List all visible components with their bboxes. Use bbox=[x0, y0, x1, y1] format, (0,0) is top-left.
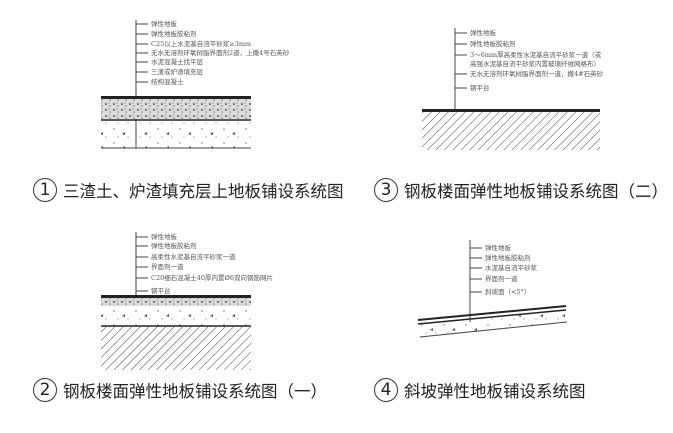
layer-label: 三渣或炉渣填充层 bbox=[151, 68, 203, 76]
number-badge: 2 bbox=[33, 378, 57, 402]
layer-label: 斜坡面（<5°） bbox=[485, 288, 531, 296]
layer-label: 钢平台 bbox=[151, 287, 171, 295]
diagram-4-section bbox=[417, 240, 568, 338]
layer-label: 弹性地板胶粘剂 bbox=[151, 242, 197, 250]
diagram-title: 斜坡弹性地板铺设系统图 bbox=[404, 382, 586, 401]
layer-label: 弹性地板 bbox=[470, 29, 496, 37]
number-badge: 4 bbox=[374, 378, 398, 402]
number-badge: 1 bbox=[33, 178, 57, 202]
layer-label: 界面剂一道 bbox=[151, 263, 184, 271]
layer-label: 无水无溶剂环氧树脂界面剂2道，上撒4号石英砂 bbox=[151, 49, 290, 57]
layer-label: 高强水泥基自流平砂浆内置玻璃纤维网格布） bbox=[470, 60, 600, 68]
layer-label: 无水无溶剂环氧树脂界面剂一道，撒4#石英砂 bbox=[470, 70, 604, 78]
diagram-1-section bbox=[101, 20, 251, 149]
diagram-2-section bbox=[101, 232, 251, 370]
diagram-title: 三渣土、炉渣填充层上地板铺设系统图 bbox=[63, 182, 344, 201]
layer-label: 水泥混凝土找平层 bbox=[151, 58, 203, 66]
layer-label: 高柔性水泥基自流平砂浆一道 bbox=[151, 253, 236, 261]
layer-label: 水泥基自流平砂浆 bbox=[485, 264, 537, 272]
layer-label: C25以上水泥基自流平砂浆≥3mm bbox=[151, 40, 252, 48]
diagram-title: 钢板楼面弹性地板铺设系统图（一） bbox=[63, 382, 327, 401]
layer-label: 弹性地板 bbox=[485, 244, 511, 252]
layer-label: 弹性地板胶粘剂 bbox=[151, 30, 197, 38]
layer-label: 钢平台 bbox=[470, 84, 490, 92]
layer-label: 弹性地板 bbox=[151, 20, 177, 28]
layer-label: 弹性地板胶粘剂 bbox=[485, 254, 531, 262]
layer-label: 界面剂一道 bbox=[485, 275, 518, 283]
diagram-3-caption: 3 钢板楼面弹性地板铺设系统图（二） bbox=[374, 178, 668, 202]
diagram-title: 钢板楼面弹性地板铺设系统图（二） bbox=[404, 182, 668, 201]
layer-label: C20细石混凝土40厚内置Ø6双向钢筋网片 bbox=[151, 274, 273, 282]
layer-label: 弹性地板胶粘剂 bbox=[470, 40, 516, 48]
layer-label: 弹性地板 bbox=[151, 233, 177, 241]
layer-label: 结构混凝土 bbox=[151, 78, 184, 86]
number-badge: 3 bbox=[374, 178, 398, 202]
diagram-2-caption: 2 钢板楼面弹性地板铺设系统图（一） bbox=[33, 378, 327, 402]
layer-label: 3～6mm厚高柔性水泥基自流平砂浆一道（或 bbox=[470, 51, 602, 59]
diagram-1-caption: 1 三渣土、炉渣填充层上地板铺设系统图 bbox=[33, 178, 344, 202]
diagram-3-section bbox=[422, 28, 600, 150]
diagram-4-caption: 4 斜坡弹性地板铺设系统图 bbox=[374, 378, 586, 402]
